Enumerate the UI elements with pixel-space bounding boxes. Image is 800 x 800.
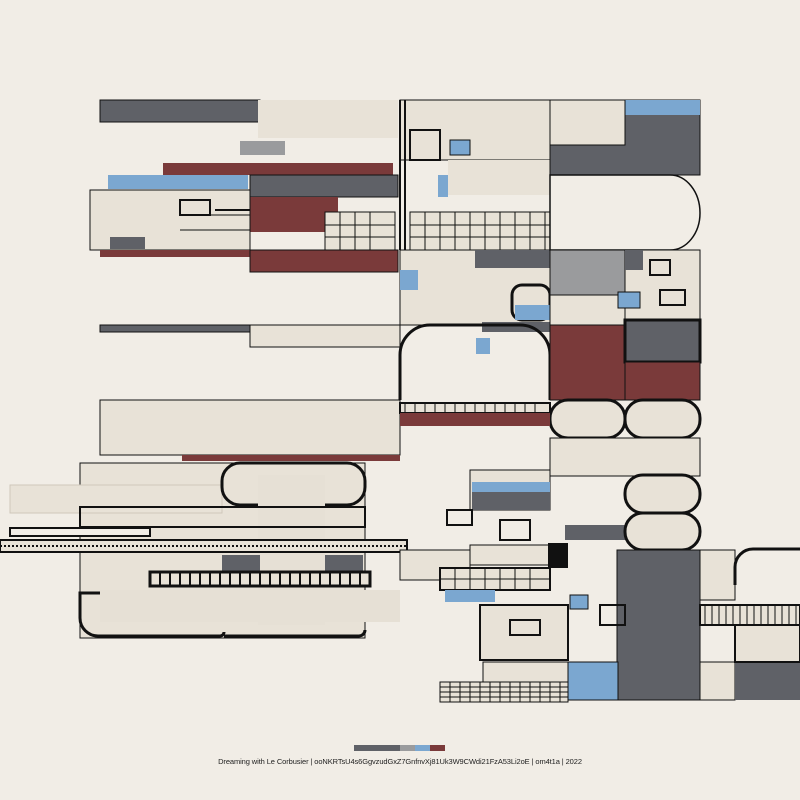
palette-swatch-blue: [414, 745, 430, 751]
composition-blocks: [0, 99, 800, 703]
palette-swatch-red: [429, 745, 445, 751]
palette-swatch-dark-gray: [354, 745, 400, 751]
artwork-caption: Dreaming with Le Corbusier | ooNKRTsU4s6…: [218, 757, 582, 766]
palette-bar: [354, 745, 445, 751]
palette-swatch-light-gray: [399, 745, 415, 751]
